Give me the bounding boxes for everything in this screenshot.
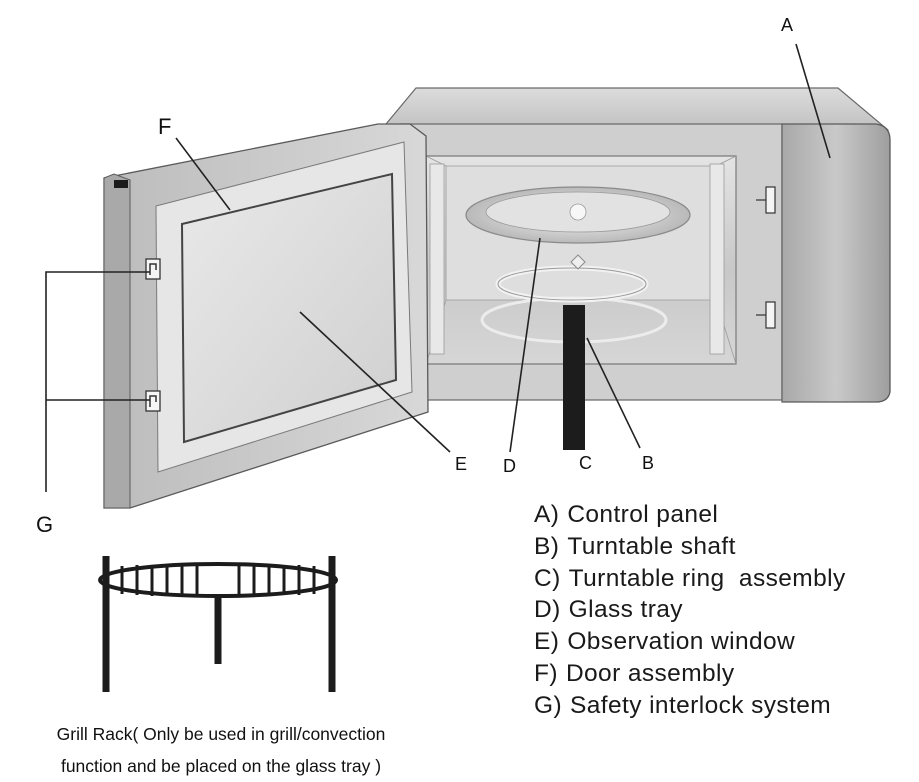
callout-b: B — [642, 453, 655, 473]
legend-item-door-assembly: F)Door assembly — [534, 658, 846, 690]
leader-d — [509, 237, 541, 453]
control-panel — [781, 123, 891, 403]
legend-text: Safety interlock system — [570, 691, 832, 719]
callout-d: D — [503, 456, 516, 476]
legend-text: Observation window — [567, 628, 796, 656]
legend-text: Door assembly — [565, 659, 735, 687]
parts-legend: A) Control panel B)Turntable shaft C)Turn… — [534, 499, 846, 722]
door-hook-upper — [145, 258, 161, 280]
callout-g: G — [36, 512, 54, 537]
legend-item-control-panel: A) Control panel — [534, 499, 846, 531]
legend-text: Control panel — [567, 501, 719, 528]
callout-a: A — [781, 15, 794, 35]
leader-b — [586, 337, 641, 449]
legend-text: Glass tray — [568, 596, 683, 624]
legend-text: Turntable ring assembly — [568, 564, 846, 592]
legend-key: G) — [534, 691, 563, 719]
legend-key: A) — [534, 501, 560, 528]
callout-f: F — [158, 114, 172, 139]
legend-key: C) — [534, 564, 561, 592]
legend-key: D) — [534, 596, 561, 624]
leader-a — [795, 43, 831, 159]
latch-slot-upper — [765, 186, 776, 214]
turntable-shaft — [563, 305, 585, 450]
callout-c: C — [579, 453, 592, 473]
door-hook-lower — [145, 390, 161, 412]
latch-slot-lower — [765, 301, 776, 329]
legend-item-safety-interlock: G)Safety interlock system — [534, 690, 846, 722]
callout-e: E — [455, 454, 468, 474]
legend-key: E) — [534, 628, 560, 656]
leader-f — [175, 137, 231, 211]
legend-item-observation-window: E)Observation window — [534, 626, 846, 658]
microwave-cabinet — [385, 87, 891, 403]
legend-key: F) — [534, 659, 558, 687]
grill-rack-caption-line-1: Grill Rack( Only be used in grill/convec… — [56, 724, 386, 744]
legend-item-glass-tray: D)Glass tray — [534, 594, 846, 626]
leader-lines — [45, 43, 831, 492]
legend-item-turntable-ring: C)Turntable ring assembly — [534, 563, 846, 595]
legend-key: B) — [534, 532, 560, 560]
turntable-ring — [495, 254, 649, 303]
leader-g — [45, 271, 150, 492]
legend-item-turntable-shaft: B)Turntable shaft — [534, 531, 846, 563]
grill-rack-caption-line-2: function and be placed on the glass tray… — [60, 756, 382, 776]
observation-window — [180, 172, 398, 444]
leader-e — [299, 311, 451, 453]
legend-text: Turntable shaft — [567, 532, 736, 560]
glass-tray — [465, 186, 691, 244]
grill-rack — [98, 556, 338, 692]
